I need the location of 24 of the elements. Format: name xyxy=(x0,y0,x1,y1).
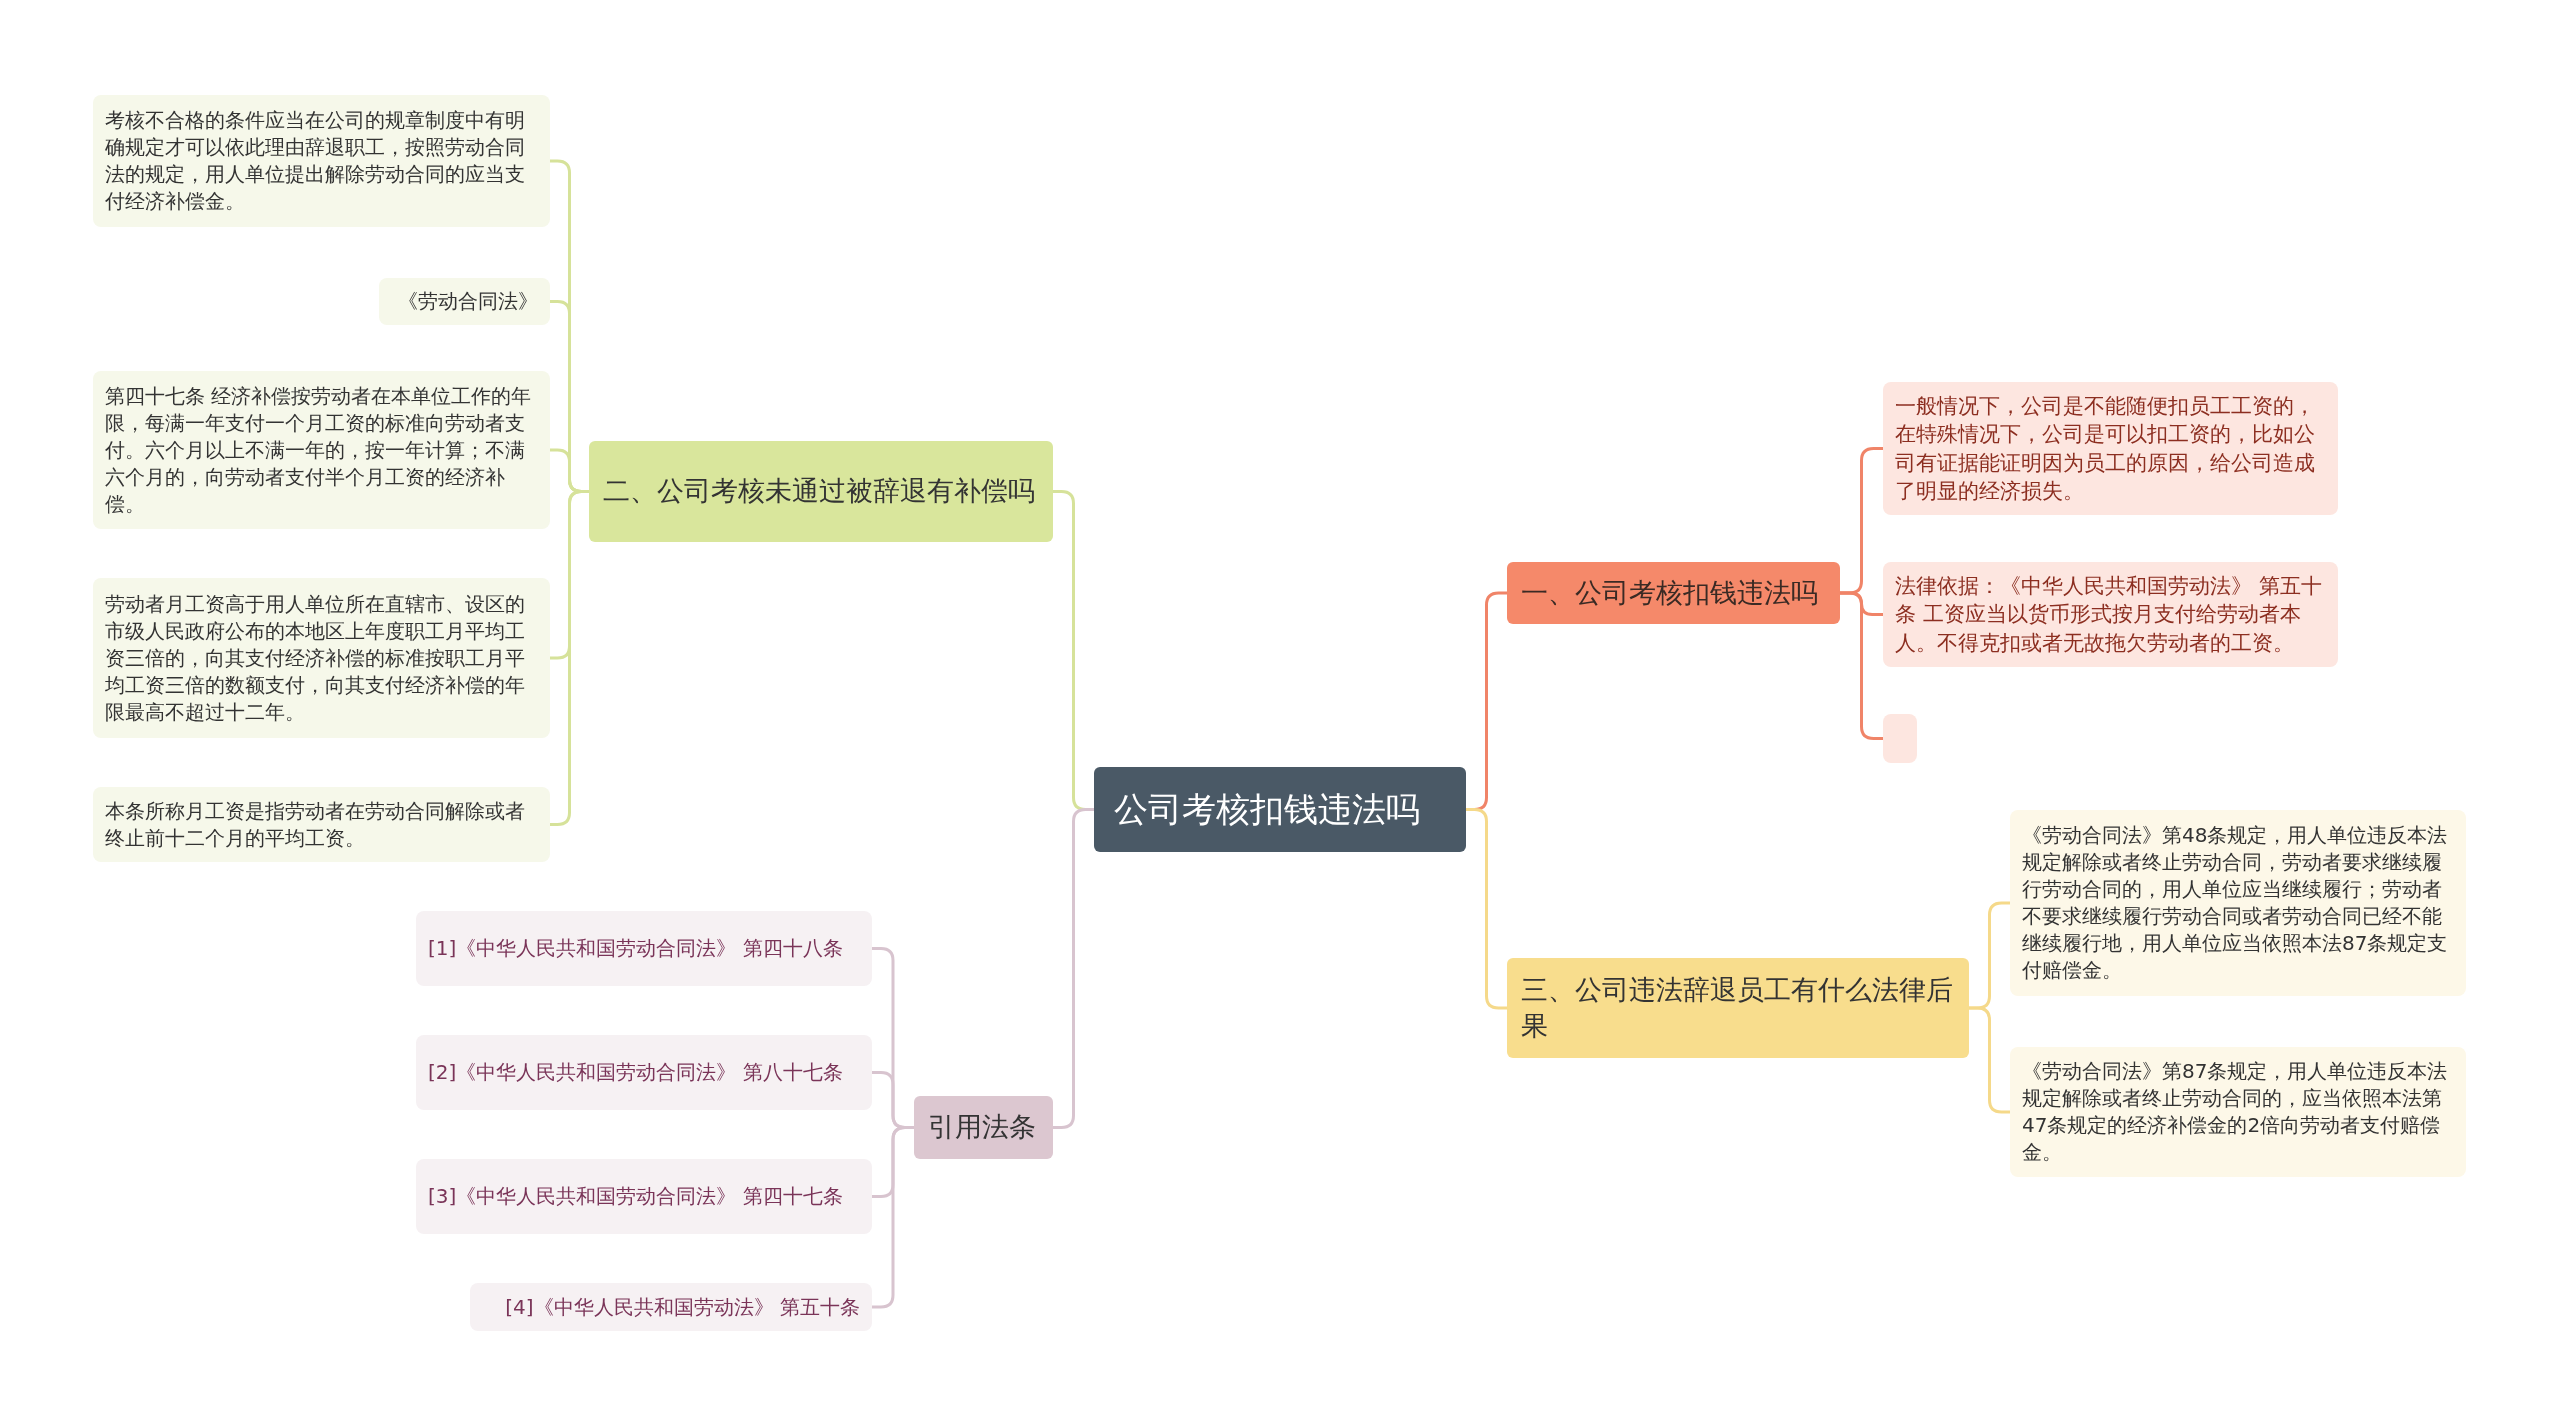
subtopic-card: 第四十七条 经济补偿按劳动者在本单位工作的年限，每满一年支付一个月工资的标准向劳动者支付。六个月以上不满一年的，按一年计算；不满六个月的，向劳动者支付半个月工资的经济补偿。 xyxy=(93,371,550,529)
subtopic-card: 《劳动合同法》第48条规定，用人单位违反本法规定解除或者终止劳动合同，劳动者要求继续履行劳动合同的，用人单位应当继续履行；劳动者不要求继续履行劳动合同或者劳动合同已经不能继续履行地，用人单位应当依照本法87条规定支付赔偿金。 xyxy=(2010,810,2466,996)
connector-line xyxy=(1053,808,1094,1129)
connector-line xyxy=(1466,808,1507,1010)
subtopic-card: [1]《中华人民共和国劳动合同法》 第四十八条 xyxy=(416,911,872,986)
subtopic-card: 《劳动合同法》 xyxy=(379,278,550,325)
subtopic-card: 法律依据：《中华人民共和国劳动法》 第五十条 工资应当以货币形式按月支付给劳动者本人。不得克扣或者无故拖欠劳动者的工资。 xyxy=(1883,562,2338,668)
central-topic: 公司考核扣钱违法吗 xyxy=(1094,767,1466,852)
subtopic-card: [3]《中华人民共和国劳动合同法》 第四十七条 xyxy=(416,1159,872,1234)
branch-topic: 三、公司违法辞退员工有什么法律后果 xyxy=(1507,958,1969,1058)
connector-line xyxy=(1969,1006,2010,1114)
subtopic-card: 劳动者月工资高于用人单位所在直辖市、设区的市级人民政府公布的本地区上年度职工月平均工资三倍的，向其支付经济补偿的标准按职工月平均工资三倍的数额支付，向其支付经济补偿的年限最高不超过十二年。 xyxy=(93,578,550,738)
branch-topic: 一、公司考核扣钱违法吗 xyxy=(1507,562,1840,624)
subtopic-card: [2]《中华人民共和国劳动合同法》 第八十七条 xyxy=(416,1035,872,1110)
subtopic-card: 本条所称月工资是指劳动者在劳动合同解除或者终止前十二个月的平均工资。 xyxy=(93,787,550,862)
branch-topic: 引用法条 xyxy=(914,1096,1053,1159)
subtopic-card: [4]《中华人民共和国劳动法》 第五十条 xyxy=(470,1283,872,1331)
connector-line xyxy=(550,490,589,826)
subtopic-card: 《劳动合同法》第87条规定，用人单位违反本法规定解除或者终止劳动合同的，应当依照本法第47条规定的经济补偿金的2倍向劳动者支付赔偿金。 xyxy=(2010,1047,2466,1177)
connector-line xyxy=(872,1126,914,1309)
subtopic-card: 考核不合格的条件应当在公司的规章制度中有明确规定才可以依此理由辞退职工，按照劳动合同法的规定，用人单位提出解除劳动合同的应当支付经济补偿金。 xyxy=(93,95,550,227)
subtopic-card: 一般情况下，公司是不能随便扣员工工资的，在特殊情况下，公司是可以扣工资的，比如公司有证据能证明因为员工的原因，给公司造成了明显的经济损失。 xyxy=(1883,382,2338,516)
empty-topic-box xyxy=(1883,714,1917,763)
branch-topic: 二、公司考核未通过被辞退有补偿吗 xyxy=(589,441,1053,542)
